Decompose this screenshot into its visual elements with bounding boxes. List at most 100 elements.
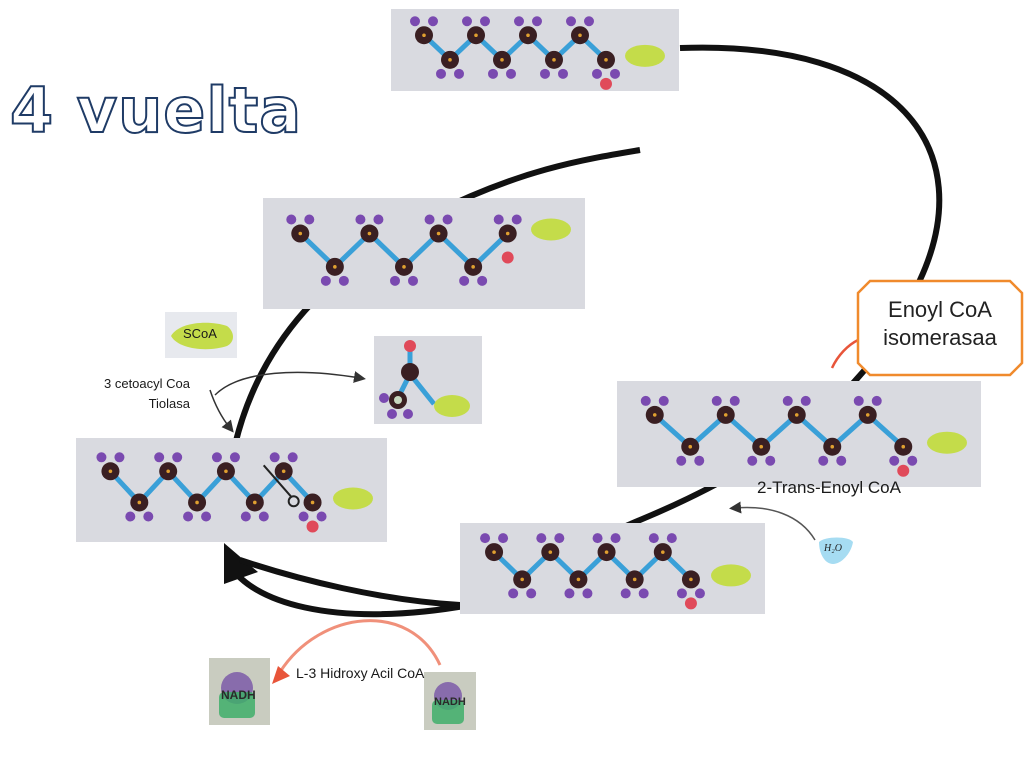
carbon-dot: [548, 550, 553, 554]
hydrogen-atom: [320, 275, 331, 286]
molecule-photo-trans-enoyl: [617, 381, 981, 487]
hydrogen-atom: [729, 395, 740, 406]
hydrogen-atom: [428, 16, 438, 27]
carbon-dot: [333, 265, 337, 269]
hydrogen-atom: [648, 533, 659, 544]
molecule-drawing: [286, 214, 571, 286]
coa-group: [531, 218, 571, 241]
water-chip: H₂O: [815, 534, 855, 566]
hydrogen-atom: [498, 533, 509, 544]
hydrogen-atom: [747, 455, 758, 466]
oxygen-atom: [306, 520, 319, 533]
hydrogen-atom: [511, 214, 522, 225]
carbon-dot: [367, 231, 372, 236]
carbon-dot: [402, 265, 406, 269]
nadh-arrowhead: [272, 666, 290, 684]
carbon-dot: [298, 231, 303, 236]
carbon-dot: [901, 444, 906, 449]
cycle-arrow-lower-left: [239, 557, 461, 608]
scoa-arrow: [209, 389, 234, 433]
carbon-dot: [830, 444, 835, 449]
carbon-dot: [492, 550, 496, 554]
hydrogen-atom: [506, 68, 516, 79]
hydrogen-atom: [408, 275, 418, 286]
hydrogen-atom: [480, 533, 491, 544]
carbon-dot: [688, 444, 693, 449]
coa-group: [927, 431, 967, 454]
carbon-dot: [166, 469, 170, 474]
molecule-photo-top: [391, 9, 679, 91]
hydrogen-atom: [454, 68, 464, 79]
carbon-dot: [794, 413, 799, 417]
carbon-dot: [448, 58, 452, 62]
hydrogen-atom: [566, 16, 576, 27]
hydrogen-atom: [373, 214, 384, 225]
carbon-dot: [224, 469, 228, 474]
nadh-chip-right-label: NADH: [434, 696, 466, 708]
hydrogen-atom: [96, 452, 107, 463]
hydrogen-atom: [269, 452, 280, 463]
hydrogen-atom: [211, 452, 222, 463]
carbon-dot: [505, 231, 510, 236]
carbon-dot: [195, 500, 199, 505]
hydrogen-atom: [424, 214, 435, 225]
hydrogen-atom: [638, 588, 649, 599]
oxygen-atom: [897, 464, 910, 477]
hydrogen-atom: [800, 395, 811, 406]
carbon-dot: [500, 58, 504, 62]
isomerase-callout-text: Enoyl CoA isomerasaa: [856, 296, 1024, 352]
hydrogen-atom: [480, 16, 490, 27]
carbon-dot: [652, 413, 657, 417]
hydrogen-atom: [564, 588, 575, 599]
hydrogen-atom: [853, 395, 864, 406]
carbon-dot: [552, 58, 556, 62]
molecule-drawing: [96, 452, 373, 533]
hydrogen-atom: [694, 455, 705, 466]
hydrogen-atom: [640, 395, 651, 406]
cetoacyl-line2: Tiolasa: [148, 396, 190, 411]
hydrogen-atom: [114, 452, 125, 463]
hydrogen-atom: [592, 68, 602, 79]
hydrogen-atom: [871, 395, 882, 406]
hydrogen-atom: [287, 452, 298, 463]
carbon-dot: [689, 577, 693, 582]
hydrogen-atom: [172, 452, 183, 463]
hydrogen-atom: [666, 533, 677, 544]
hydrogen-atom: [477, 275, 488, 286]
hydrogen-atom: [694, 588, 705, 599]
hydrogen-atom: [240, 511, 251, 522]
hydrogen-atom: [818, 455, 829, 466]
nadh-chip-right: NADH: [424, 672, 476, 730]
hydrogen-atom: [183, 511, 194, 522]
hydrogen-atom: [532, 16, 542, 27]
hidroxy-label: L-3 Hidroxy Acil CoA: [296, 665, 425, 681]
carbon-dot: [281, 469, 286, 474]
hydrogen-atom: [889, 455, 900, 466]
hydrogen-atom: [582, 588, 593, 599]
hydrogen-atom: [316, 511, 327, 522]
hydrogen-atom: [459, 275, 470, 286]
hydrogen-atom: [390, 275, 400, 286]
hydrogen-atom: [143, 511, 154, 522]
coa-group: [711, 564, 751, 587]
coa-group: [333, 487, 373, 510]
carbon-dot: [108, 469, 113, 474]
hydrogen-atom: [676, 455, 687, 466]
carbon-dot: [310, 500, 315, 505]
hydrogen-atom: [298, 511, 309, 522]
isomerase-arc: [830, 338, 859, 369]
hydrogen-atom: [782, 395, 793, 406]
hydrogen-atom: [536, 533, 547, 544]
carbon-dot: [526, 33, 530, 38]
hydrogen-atom: [676, 588, 687, 599]
hydrogen-atom: [258, 511, 269, 522]
oxygen-atom: [600, 77, 612, 90]
hydrogen-atom: [584, 16, 594, 27]
hydrogen-atom: [836, 455, 847, 466]
hydrogen-atom: [514, 16, 524, 27]
molecule-drawing: [410, 16, 665, 90]
callout-line2: isomerasaa: [883, 325, 997, 350]
hydrogen-atom: [526, 588, 537, 599]
hydrogen-atom: [493, 214, 504, 225]
carbon-dot: [604, 550, 609, 554]
